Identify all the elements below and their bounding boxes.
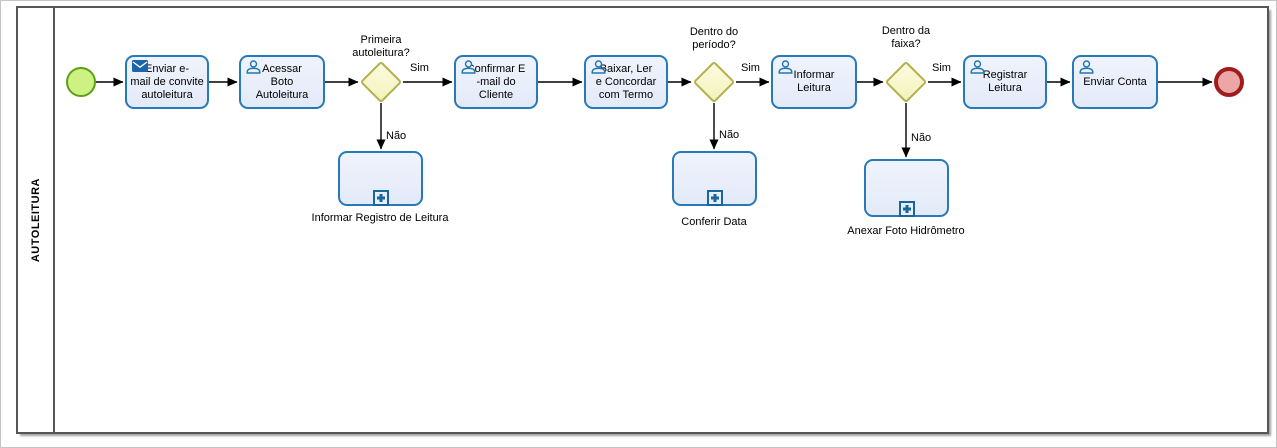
end-event[interactable] [1214,67,1244,97]
task-label: Confirmar E -mail do Cliente [466,62,526,101]
envelope-icon [131,60,148,74]
task-enviar-conta[interactable]: Enviar Conta [1072,55,1158,109]
task-confirmar-email[interactable]: Confirmar E -mail do Cliente [454,55,538,109]
start-event[interactable] [66,67,96,97]
edge-label-nao: Não [386,130,407,142]
edge-label-sim: Sim [741,62,760,74]
plus-icon[interactable] [372,190,389,206]
pool-label: AUTOLEITURA [29,177,42,263]
edge-label-nao: Não [911,132,932,144]
task-label: Informar Leitura [793,69,835,94]
task-informar-leitura[interactable]: Informar Leitura [771,55,857,109]
edge-label-sim: Sim [932,62,951,74]
pool-label-band: AUTOLEITURA [18,8,55,432]
task-enviar-email-convite[interactable]: Enviar e- mail de convite autoleitura [125,55,209,109]
subprocess-label: Conferir Data [681,216,747,228]
plus-icon[interactable] [706,190,723,206]
task-registrar-leitura[interactable]: Registrar Leitura [963,55,1047,109]
user-icon [777,60,794,74]
gateway-question: Dentro do período? [689,26,739,51]
task-label: Acessar Boto Autoleitura [255,62,309,101]
subprocess-informar-registro[interactable] [338,151,423,206]
user-icon [245,60,262,74]
subprocess-conferir-data[interactable] [672,151,757,206]
user-icon [1078,60,1095,74]
user-icon [969,60,986,74]
gateway-question: Primeira autoleitura? [352,34,410,59]
subprocess-label: Informar Registro de Leitura [311,212,449,224]
edge-label-nao: Não [719,129,740,141]
subprocess-label: Anexar Foto Hidrômetro [847,225,965,237]
task-acessar-boto[interactable]: Acessar Boto Autoleitura [239,55,325,109]
user-icon [590,60,607,74]
task-label: Baixar, Ler e Concordar com Termo [595,62,657,101]
task-label: Enviar Conta [1083,75,1147,88]
subprocess-anexar-foto[interactable] [864,159,949,217]
user-icon [460,60,477,74]
plus-icon[interactable] [898,201,915,217]
gateway-question: Dentro da faixa? [881,25,931,50]
task-label: Registrar Leitura [982,69,1028,94]
task-label: Enviar e- mail de convite autoleitura [130,62,204,101]
edge-label-sim: Sim [410,62,429,74]
task-baixar-termo[interactable]: Baixar, Ler e Concordar com Termo [584,55,668,109]
